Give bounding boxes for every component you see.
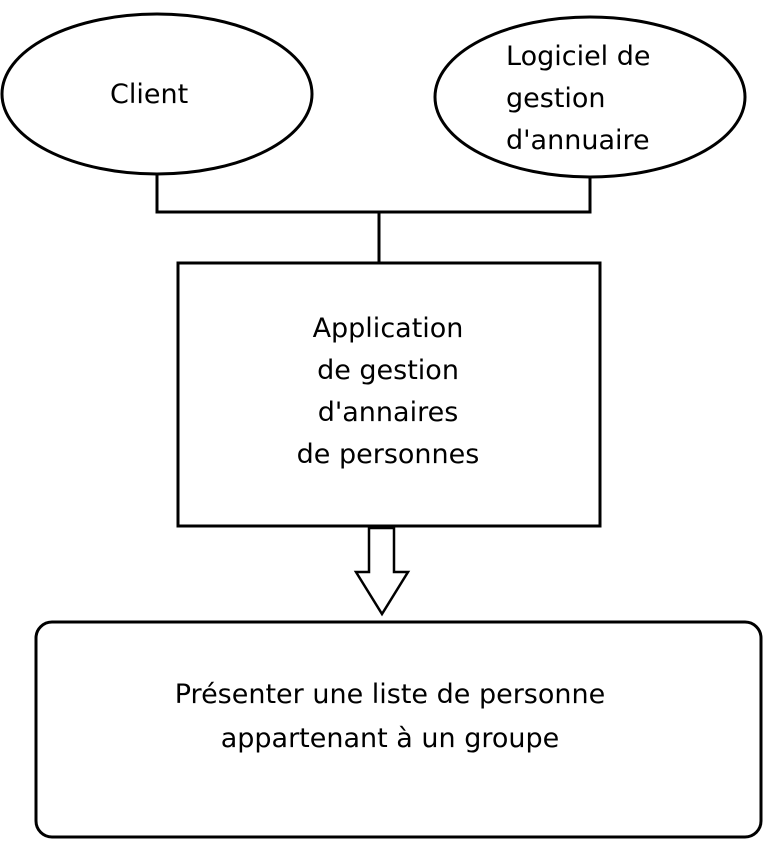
logiciel-label: Logiciel de gestion d'annuaire (506, 36, 651, 162)
action-label: Présenter une liste de personne apparten… (90, 673, 690, 761)
logiciel-label-line: Logiciel de (506, 41, 651, 72)
logiciel-label-line: d'annuaire (506, 125, 650, 156)
action-box (34, 620, 763, 839)
application-label-line: d'annaires (317, 397, 459, 428)
application-label-line: Application (312, 313, 464, 344)
application-box (176, 261, 602, 528)
application-label-line: de gestion (317, 355, 459, 386)
client-label-line: Client (110, 79, 189, 110)
application-label-line: de personnes (296, 439, 480, 470)
down-arrow-icon (353, 526, 411, 617)
application-label: Application de gestion d'annaires de per… (288, 308, 488, 476)
action-label-line: Présenter une liste de personne (174, 679, 606, 710)
logiciel-label-line: gestion (506, 83, 606, 114)
connector-line (155, 174, 592, 214)
client-label: Client (110, 74, 188, 116)
action-label-line: appartenant à un groupe (220, 723, 560, 754)
